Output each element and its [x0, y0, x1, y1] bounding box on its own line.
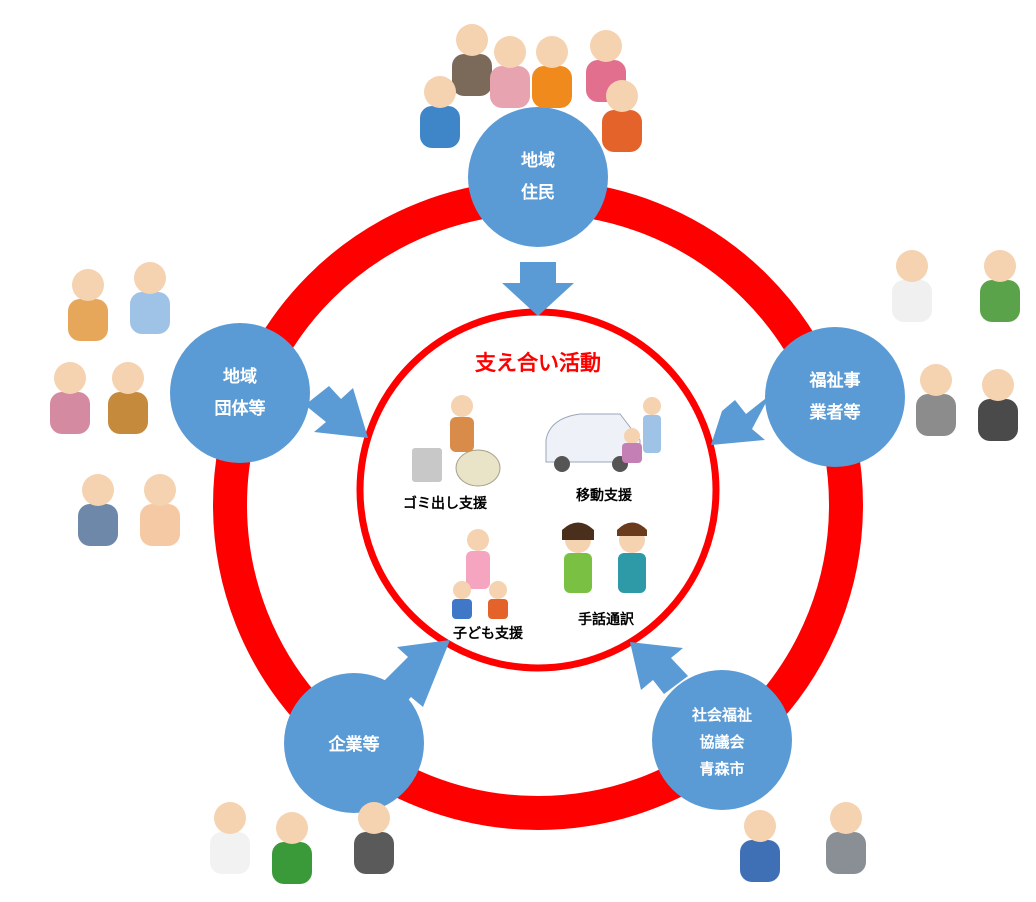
care-workers-illustration — [892, 250, 1020, 441]
community-members-illustration — [50, 262, 180, 546]
node-council-line1: 社会福祉 — [691, 706, 752, 724]
company-workers-illustration — [210, 802, 394, 884]
node-groups-line1: 地域 — [223, 366, 257, 387]
garbage-support-illustration — [412, 395, 501, 487]
node-council-line2: 協議会 — [699, 733, 744, 751]
activity-label-sign: 手話通訳 — [578, 611, 635, 628]
node-companies: 企業等 — [284, 673, 424, 813]
node-council-line3: 青森市 — [699, 760, 744, 778]
node-council: 社会福祉 協議会 青森市 — [652, 670, 792, 810]
node-residents-line2: 住民 — [521, 182, 555, 203]
node-welfare-line2: 業者等 — [810, 402, 861, 423]
node-residents-line1: 地域 — [521, 150, 555, 171]
arrow-from-groups — [305, 386, 368, 438]
arrow-from-residents — [502, 262, 574, 316]
node-groups: 地域 団体等 — [170, 323, 310, 463]
node-groups-line2: 団体等 — [215, 398, 266, 419]
node-welfare-business: 福祉事 業者等 — [765, 327, 905, 467]
arrow-from-welfare — [711, 395, 770, 445]
node-residents: 地域 住民 — [468, 107, 608, 247]
activity-label-transport: 移動支援 — [576, 487, 633, 504]
activity-label-child: 子ども支援 — [453, 625, 524, 642]
activity-label-garbage: ゴミ出し支援 — [403, 495, 488, 512]
arrow-from-council — [630, 642, 688, 694]
node-companies-line1: 企業等 — [328, 734, 380, 755]
center-title: 支え合い活動 — [475, 351, 601, 375]
transport-support-illustration — [545, 397, 661, 472]
child-support-illustration — [452, 529, 508, 619]
council-staff-illustration — [740, 802, 866, 882]
sign-language-illustration — [562, 522, 647, 593]
node-welfare-line1: 福祉事 — [809, 370, 861, 391]
